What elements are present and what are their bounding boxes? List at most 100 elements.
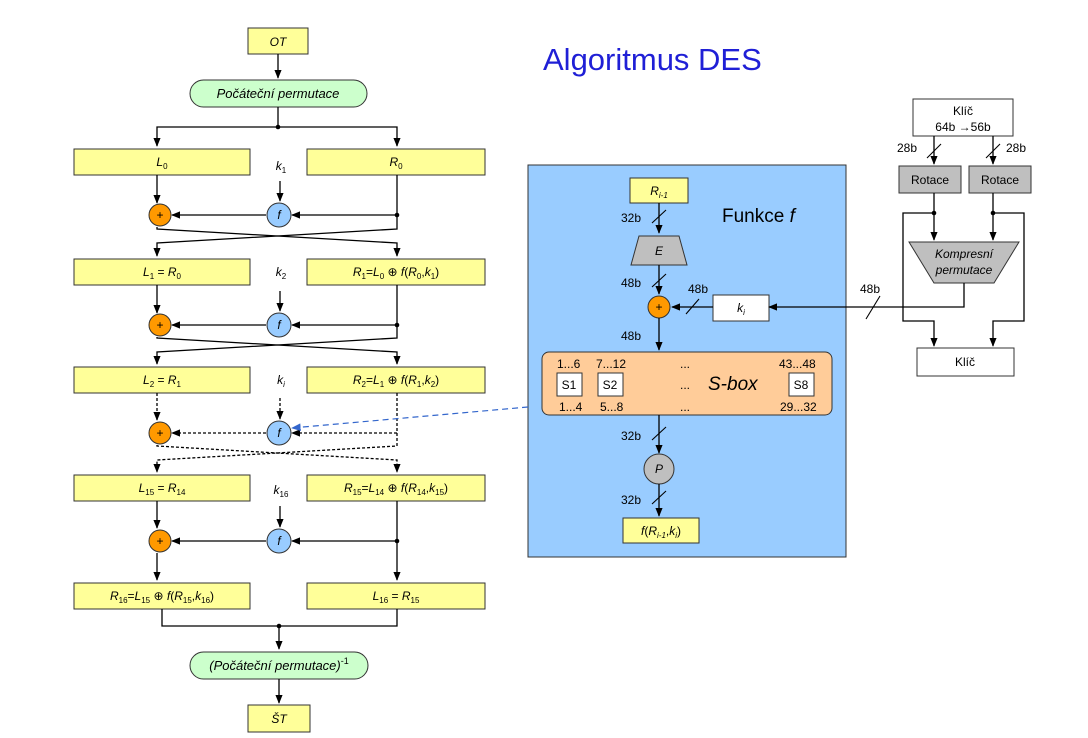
xor-sign: + <box>156 318 163 332</box>
round15-left-label: L15 = R14 <box>139 481 186 497</box>
s1-label: S1 <box>562 378 577 392</box>
f-circles: f f f f <box>266 202 292 554</box>
round1-left-box <box>73 258 251 286</box>
final-permutation-label: (Počáteční permutace)-1 <box>209 656 349 673</box>
round1-right-label: R1=L0 ⊕ f(R0,k1) <box>353 265 439 281</box>
bits-32a: 32b <box>621 211 641 225</box>
compress-line2: permutace <box>935 263 993 277</box>
s8-bot: 29...32 <box>780 400 817 414</box>
round2-left-label: L2 = R1 <box>143 373 182 389</box>
final-left-box <box>73 582 251 610</box>
bits-48b: 48b <box>688 282 708 296</box>
round2-right-box <box>306 366 486 394</box>
xor-circle <box>148 313 172 337</box>
s8-top: 43...48 <box>779 357 816 371</box>
s2-box <box>597 372 624 397</box>
xor-circle <box>148 421 172 445</box>
final-right-box <box>306 582 486 610</box>
xor-sign: + <box>156 208 163 222</box>
f-circle <box>266 420 292 446</box>
initial-permutation-label: Počáteční permutace <box>217 86 340 101</box>
ciphertext-label: ŠT <box>271 711 288 726</box>
sbox-panel <box>541 351 833 416</box>
s1-bot: 1...4 <box>559 400 583 414</box>
f-label: f <box>277 534 282 548</box>
key-input-line2: 64b →56b <box>935 120 991 134</box>
f-input-label: Ri-1 <box>650 184 668 200</box>
round15-key-label: k16 <box>274 483 289 499</box>
f-output-label: f(Ri-1,ki) <box>641 524 681 540</box>
round0-key-label: k1 <box>276 159 287 175</box>
f-label: f <box>277 426 282 440</box>
xor-sign: + <box>156 426 163 440</box>
round1-right-box <box>306 258 486 286</box>
xor-sign: + <box>156 534 163 548</box>
round0-left-box <box>73 148 251 176</box>
s8-box <box>788 372 815 397</box>
bits-48-out: 48b <box>860 282 880 296</box>
round15-right-box <box>306 474 486 502</box>
f-function-panel: Funkce f Ri-1 32b E 48b + ki 48b 48b 1..… <box>527 164 847 558</box>
plaintext-label: OT <box>270 35 288 49</box>
bits-28-left: 28b <box>897 141 917 155</box>
round0-left-label: L0 <box>156 155 168 171</box>
f-circle <box>266 202 292 228</box>
rotate-right-box <box>968 165 1032 194</box>
round2-left-box <box>73 366 251 394</box>
s1-box <box>556 372 583 397</box>
round15-right-label: R15=L14 ⊕ f(R14,k15) <box>344 481 448 497</box>
rotate-left-box <box>898 165 962 194</box>
key-output-box <box>916 347 1015 377</box>
round-key-label: ki <box>737 301 745 317</box>
permutation-label: P <box>655 462 663 476</box>
s8-label: S8 <box>794 378 809 392</box>
ciphertext-box <box>247 704 311 733</box>
s2-label: S2 <box>603 378 618 392</box>
ellipsis-top: ... <box>680 357 690 371</box>
f-label: f <box>277 208 282 222</box>
ellipsis-bot: ... <box>680 400 690 414</box>
s2-top: 7...12 <box>596 357 626 371</box>
expansion-box <box>630 235 688 266</box>
round1-left-label: L1 = R0 <box>143 265 182 281</box>
f-output-box <box>622 517 700 544</box>
key-input-box <box>912 98 1014 137</box>
sbox-label: S-box <box>708 374 759 395</box>
key-schedule: Klíč 64b →56b 28b 28b Rotace Rotace Komp… <box>768 98 1032 377</box>
bits-48c: 48b <box>621 329 641 343</box>
key-output-label: Klíč <box>955 355 975 369</box>
xor-circle <box>148 529 172 553</box>
f-link-arrow <box>291 406 529 432</box>
plaintext-box <box>247 27 309 55</box>
xor-circle <box>148 203 172 227</box>
round-key-box <box>712 294 770 322</box>
compress-line1: Kompresní <box>935 247 995 261</box>
round1-key-label: k2 <box>276 265 287 281</box>
bits-48a: 48b <box>621 276 641 290</box>
f-circle <box>266 528 292 554</box>
f-panel-title: Funkce f <box>722 206 797 227</box>
xor-circles: + + + + <box>148 203 172 553</box>
round15-left-box <box>73 474 251 502</box>
bits-28-right: 28b <box>1006 141 1026 155</box>
round2-right-label: R2=L1 ⊕ f(R1,k2) <box>353 373 439 389</box>
f-label: f <box>277 318 282 332</box>
compress-permutation-box <box>908 241 1020 284</box>
rotate-left-label: Rotace <box>911 173 949 187</box>
ellipsis-mid: ... <box>680 378 690 392</box>
bits-32c: 32b <box>621 493 641 507</box>
feistel-network: OT Počáteční permutace <box>73 27 486 733</box>
round0-right-box <box>306 148 486 176</box>
s1-top: 1...6 <box>557 357 581 371</box>
key-input-line1: Klíč <box>953 104 973 118</box>
final-left-label: R16=L15 ⊕ f(R15,k16) <box>110 589 214 605</box>
f-circle <box>266 312 292 338</box>
final-right-label: L16 = R15 <box>373 589 420 605</box>
rotate-right-label: Rotace <box>981 173 1019 187</box>
s2-bot: 5...8 <box>600 400 624 414</box>
page-title: Algoritmus DES <box>543 42 762 77</box>
f-xor-sign: + <box>655 300 662 314</box>
expansion-label: E <box>655 244 664 258</box>
round2-key-label: ki <box>277 373 285 389</box>
